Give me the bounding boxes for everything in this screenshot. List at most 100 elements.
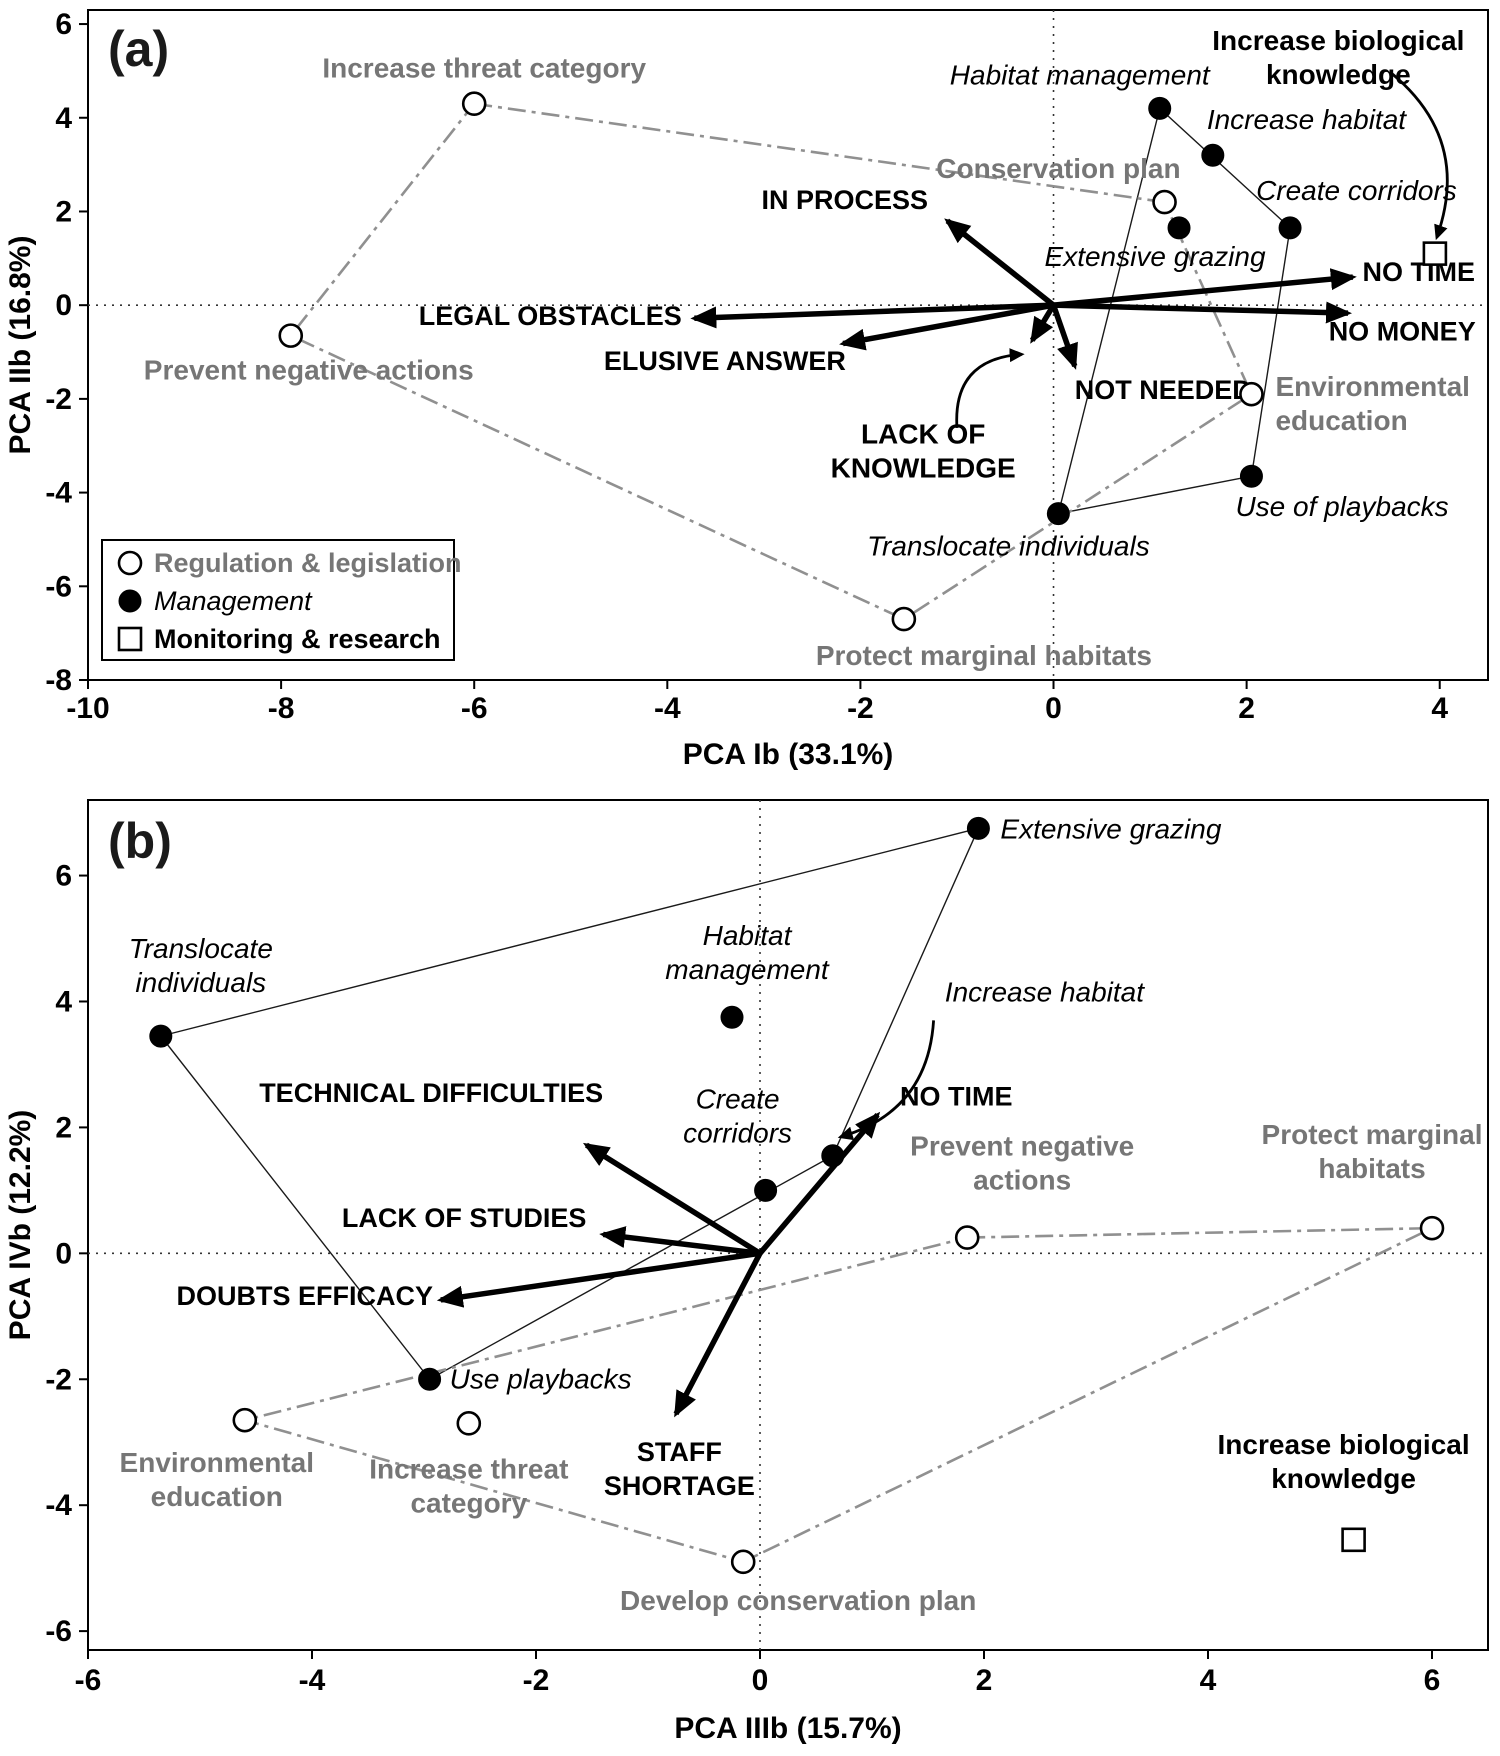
plot-area: [87, 799, 1489, 1651]
x-tick-label: 0: [1045, 692, 1062, 725]
point-create-corridors: [754, 1178, 778, 1202]
x-tick-label: -2: [847, 692, 874, 725]
point-environmental-education: [232, 1407, 258, 1433]
label-line: Increase biological: [1218, 1429, 1470, 1460]
y-tick-label: -6: [45, 570, 72, 603]
label-line: management: [665, 954, 830, 985]
point-environmental-education: [1239, 381, 1264, 407]
vector-in-process: [944, 218, 1056, 308]
legend-marker-open-square: [117, 626, 143, 652]
y-tick-label: 2: [55, 195, 72, 228]
x-tick-label: 2: [1238, 692, 1255, 725]
annotation-label-increase-habitat: Increase habitat: [945, 976, 1145, 1007]
vector-legal-obstacles: [690, 302, 1054, 329]
label-line: Translocate: [129, 933, 273, 964]
legend: Regulation & legislationManagementMonito…: [101, 539, 462, 661]
vector-label-technical-difficulties: TECHNICAL DIFFICULTIES: [259, 1078, 603, 1108]
y-tick-label: -2: [45, 1363, 72, 1396]
point-prevent-negative-actions: [954, 1225, 980, 1250]
hull-regulation: [288, 102, 1254, 621]
vector-doubts-efficacy: [436, 1250, 761, 1308]
y-tick-label: 0: [55, 289, 72, 322]
vector-technical-difficulties: [583, 1142, 762, 1256]
point-extensive-grazing: [966, 816, 990, 840]
point-habitat-management: [720, 1005, 744, 1029]
vector-label-legal-obstacles: LEGAL OBSTACLES: [419, 301, 682, 331]
label-line: Increase threat: [369, 1453, 568, 1484]
point-extensive-grazing: [1167, 216, 1191, 240]
point-increase-biological-knowledge: [1341, 1527, 1366, 1553]
legend-label-regulation-legislation: Regulation & legislation: [154, 548, 462, 578]
vector-label-lack-of-studies: LACK OF STUDIES: [342, 1203, 587, 1233]
point-label-increase-habitat: Increase habitat: [1207, 104, 1407, 135]
point-create-corridors: [1278, 216, 1302, 240]
point-translocate-individuals: [149, 1024, 173, 1048]
y-axis-label: PCA IVb (12.2%): [4, 1110, 37, 1341]
point-label-use-of-playbacks: Use of playbacks: [1235, 491, 1448, 522]
point-label-conservation-plan: Conservation plan: [936, 153, 1180, 184]
y-tick-label: -2: [45, 383, 72, 416]
point-use-of-playbacks: [1239, 464, 1263, 488]
point-label-extensive-grazing: Extensive grazing: [1045, 241, 1266, 272]
point-prevent-negative-actions: [278, 323, 304, 348]
x-tick-label: 4: [1200, 1664, 1217, 1697]
vector-unlabeled: [1029, 303, 1056, 344]
point-develop-conservation-plan: [730, 1549, 756, 1575]
y-tick-label: 6: [55, 860, 72, 893]
label-line: category: [410, 1487, 527, 1518]
y-tick-label: 4: [55, 102, 72, 135]
point-habitat-management: [1148, 96, 1172, 120]
point-label-translocate-individuals: Translocate individuals: [867, 531, 1150, 562]
point-translocate-individuals: [1046, 502, 1070, 526]
x-tick-label: -2: [523, 1664, 550, 1697]
label-line: individuals: [135, 967, 266, 998]
point-label-habitat-management: Habitat management: [950, 59, 1211, 90]
legend-box: [101, 539, 455, 661]
label-line: Environmental: [120, 1447, 314, 1478]
y-tick-label: -4: [45, 1489, 72, 1522]
point-increase-habitat: [1201, 143, 1225, 167]
vector-no-time: [757, 1111, 881, 1256]
point-increase-habitat: [821, 1144, 845, 1168]
legend-marker-open-circle: [117, 550, 143, 576]
point-increase-biological-knowledge: [1422, 241, 1448, 266]
point-label-extensive-grazing: Extensive grazing: [1000, 813, 1221, 844]
y-tick-label: 4: [55, 985, 72, 1018]
legend-label-monitoring-research: Monitoring & research: [154, 624, 441, 654]
label-line: knowledge: [1266, 59, 1411, 90]
point-protect-marginal-habitats: [1419, 1215, 1445, 1241]
vector-staff-shortage: [673, 1252, 763, 1418]
point-label-create-corridors: Create corridors: [1256, 175, 1457, 206]
annotation-arrow-lack-of-knowledge: [955, 348, 1025, 429]
x-tick-label: 6: [1424, 1664, 1441, 1697]
point-increase-threat-category: [461, 91, 487, 117]
vector-no-time: [1053, 268, 1357, 308]
point-label-prevent-negative-actions: Prevent negative actions: [144, 355, 474, 386]
vector-not-needed: [1050, 304, 1078, 370]
x-tick-label: 2: [976, 1664, 993, 1697]
label-line: Environmental: [1275, 371, 1469, 402]
label-line: education: [151, 1481, 283, 1512]
y-tick-label: -4: [45, 477, 72, 510]
label-line: actions: [973, 1165, 1071, 1196]
x-tick-label: -4: [654, 692, 681, 725]
point-label-increase-threat-category: Increase threat category: [322, 53, 646, 84]
x-tick-label: -8: [268, 692, 295, 725]
label-line: education: [1275, 405, 1407, 436]
vector-label-in-process: IN PROCESS: [761, 185, 928, 215]
panel-letter: (b): [108, 813, 172, 869]
vector-label-no-time: NO TIME: [900, 1081, 1013, 1111]
label-line: KNOWLEDGE: [831, 452, 1016, 483]
label-line: STAFF: [637, 1437, 722, 1467]
vector-lack-of-studies: [599, 1226, 761, 1257]
point-label-develop-conservation-plan: Develop conservation plan: [620, 1585, 976, 1616]
x-tick-label: -6: [75, 1664, 102, 1697]
